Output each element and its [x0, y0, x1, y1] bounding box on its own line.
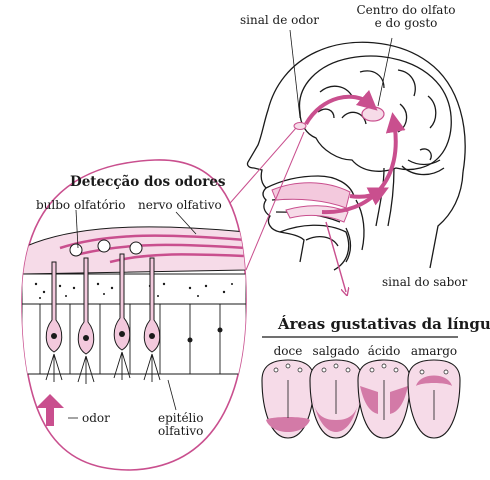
tongue-label-sour: ácido	[367, 344, 401, 358]
zoom-line-top	[223, 127, 297, 211]
smell-taste-center-spot	[361, 106, 385, 122]
center-leader	[377, 37, 393, 107]
odor-label: odor	[82, 411, 110, 425]
tongue-label-sweet: doce	[273, 344, 303, 358]
olfactory-bulb-spot	[293, 122, 307, 130]
nerve-leader	[175, 211, 197, 235]
tongue-label-salty: salgado	[312, 344, 360, 358]
head-illustration	[246, 41, 466, 271]
odor-signal-label: sinal de odor	[240, 13, 319, 27]
tongue-bitter	[407, 359, 461, 439]
smell-taste-center-label: Centro do olfato e do gosto	[356, 3, 456, 30]
tongue-highlight	[285, 205, 349, 223]
taste-areas-title: Áreas gustativas da língua	[278, 315, 490, 333]
tongue-salty	[309, 359, 363, 439]
olfactory-epithelium-detail	[22, 226, 246, 384]
taste-signal-arrow-2	[349, 187, 389, 206]
olfactory-nerve-label: nervo olfativo	[138, 198, 222, 212]
tongue-sour	[357, 359, 411, 439]
odor-signal-leader	[289, 29, 301, 119]
odor-detection-title: Detecção dos odores	[70, 174, 226, 190]
tongue-papillae	[273, 363, 449, 375]
odor-signal-arrow	[304, 89, 378, 126]
olfactory-bulb-label: bulbo olfatório	[36, 198, 126, 212]
olfactory-epithelium-label: epitélio olfativo	[158, 411, 204, 438]
bulb-leader	[75, 209, 79, 249]
nasal-cavity-highlight	[271, 182, 351, 209]
tongue-label-bitter: amargo	[410, 344, 458, 358]
taste-pointer-arrow	[325, 221, 346, 292]
tongue-sweet	[261, 359, 315, 439]
taste-signal-label: sinal do sabor	[382, 275, 468, 289]
odor-arrow-icon	[36, 394, 64, 426]
zoom-line-bottom	[245, 131, 305, 271]
epithelium-leader	[167, 379, 177, 411]
